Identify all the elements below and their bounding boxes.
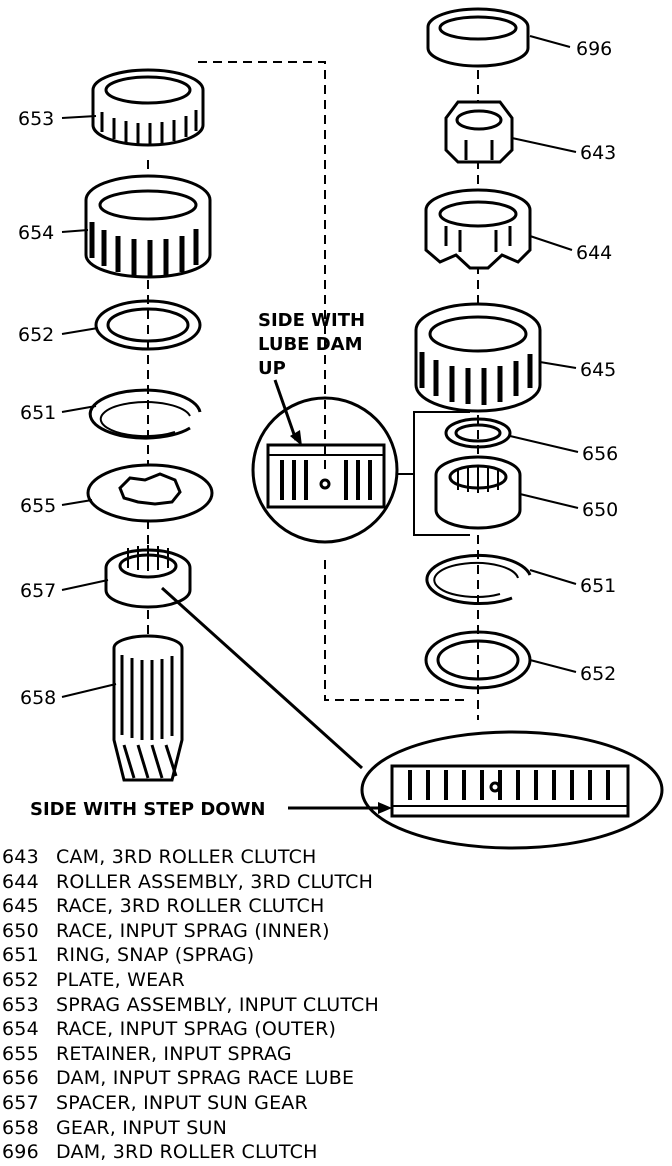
part-655-retainer [86, 463, 214, 523]
legend-item: 653 SPRAG ASSEMBLY, INPUT CLUTCH [2, 993, 670, 1018]
legend-number: 645 [2, 895, 39, 918]
legend-number: 696 [2, 1141, 39, 1164]
legend-number: 653 [2, 993, 39, 1016]
part-643-cam [444, 100, 514, 164]
legend-number: 658 [2, 1116, 39, 1139]
part-696-dam [426, 7, 530, 68]
part-651-snap-ring-left [88, 388, 202, 440]
callout-653: 653 [18, 108, 54, 130]
legend-number: 657 [2, 1091, 39, 1114]
legend-description: SPACER, INPUT SUN GEAR [56, 1091, 308, 1114]
legend-description: RACE, INPUT SPRAG (OUTER) [56, 1018, 337, 1041]
callout-655: 655 [20, 495, 56, 517]
part-645-race [414, 302, 542, 413]
callout-645: 645 [580, 359, 616, 381]
legend-item: 650 RACE, INPUT SPRAG (INNER) [2, 919, 670, 944]
part-650-inner-race [434, 455, 522, 530]
note-lube-dam-line-2: LUBE DAM [258, 334, 363, 355]
legend-item: 643 CAM, 3RD ROLLER CLUTCH [2, 845, 670, 870]
legend-number: 644 [2, 870, 39, 893]
callout-650: 650 [582, 499, 618, 521]
legend-description: RACE, 3RD ROLLER CLUTCH [56, 895, 325, 918]
legend-item: 651 RING, SNAP (SPRAG) [2, 943, 670, 968]
callout-644: 644 [576, 242, 612, 264]
callout-643: 643 [580, 142, 616, 164]
callout-651-left: 651 [20, 402, 56, 424]
callout-657: 657 [20, 580, 56, 602]
callout-leaders [61, 35, 579, 698]
legend-item: 655 RETAINER, INPUT SPRAG [2, 1042, 670, 1067]
callout-656: 656 [582, 443, 618, 465]
callout-654: 654 [18, 222, 54, 244]
lube-dam-detail-view [251, 379, 414, 544]
part-654-outer-race [84, 174, 212, 279]
part-656-lube-dam [444, 417, 512, 449]
legend-description: CAM, 3RD ROLLER CLUTCH [56, 846, 317, 868]
legend-item: 657 SPACER, INPUT SUN GEAR [2, 1091, 670, 1116]
legend-description: RING, SNAP (SPRAG) [56, 944, 255, 967]
callout-652-right: 652 [580, 663, 616, 685]
legend-description: PLATE, WEAR [56, 968, 185, 991]
legend-item: 654 RACE, INPUT SPRAG (OUTER) [2, 1017, 670, 1042]
legend-description: DAM, INPUT SPRAG RACE LUBE [56, 1067, 355, 1090]
part-653-sprag-assembly [91, 68, 205, 147]
legend-description: RETAINER, INPUT SPRAG [56, 1042, 292, 1065]
legend-item: 652 PLATE, WEAR [2, 968, 670, 993]
legend-description: DAM, 3RD ROLLER CLUTCH [56, 1141, 318, 1164]
step-down-detail-view [160, 586, 664, 850]
legend-number: 656 [2, 1067, 39, 1090]
note-lube-dam-line-3: UP [258, 358, 286, 379]
legend-description: SPRAG ASSEMBLY, INPUT CLUTCH [56, 993, 379, 1016]
part-657-spacer [104, 545, 192, 609]
legend-item: 696 DAM, 3RD ROLLER CLUTCH [2, 1140, 670, 1165]
legend-number: 654 [2, 1018, 39, 1041]
legend-item: 656 DAM, INPUT SPRAG RACE LUBE [2, 1066, 670, 1091]
callout-651-right: 651 [580, 575, 616, 597]
legend-item: 644 ROLLER ASSEMBLY, 3RD CLUTCH [2, 870, 670, 895]
legend-description: GEAR, INPUT SUN [56, 1116, 228, 1139]
callout-658: 658 [20, 687, 56, 709]
part-652-wear-plate-left [94, 299, 202, 351]
legend-item: 645 RACE, 3RD ROLLER CLUTCH [2, 894, 670, 919]
part-644-roller-assembly [424, 188, 532, 270]
legend-description: ROLLER ASSEMBLY, 3RD CLUTCH [56, 870, 374, 893]
note-step-down: SIDE WITH STEP DOWN [30, 799, 266, 820]
legend-number: 650 [2, 919, 39, 942]
legend-number: 651 [2, 944, 39, 967]
callout-652-left: 652 [18, 324, 54, 346]
note-lube-dam-line-1: SIDE WITH [258, 310, 365, 331]
parts-legend: 643 CAM, 3RD ROLLER CLUTCH 644 ROLLER ASSE… [2, 845, 670, 1165]
legend-number: 643 [2, 846, 39, 868]
legend-item: 658 GEAR, INPUT SUN [2, 1116, 670, 1141]
legend-number: 655 [2, 1042, 39, 1065]
callout-696: 696 [576, 38, 612, 60]
legend-number: 652 [2, 968, 39, 991]
part-658-sun-gear [112, 634, 184, 782]
part-651-snap-ring-right [425, 553, 532, 605]
legend-description: RACE, INPUT SPRAG (INNER) [56, 919, 330, 942]
